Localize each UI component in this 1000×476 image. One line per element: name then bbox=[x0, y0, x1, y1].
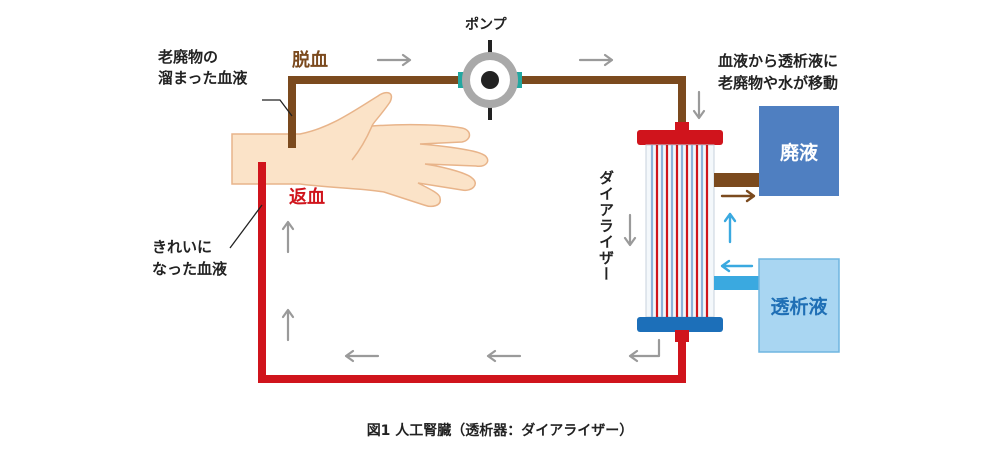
clean-blood-label-line1: きれいに bbox=[152, 238, 213, 256]
dialyzer-label: ダイアライザー bbox=[597, 170, 615, 282]
waste-blood-label-line2: 溜まった血液 bbox=[158, 69, 248, 87]
flow-arrows bbox=[281, 53, 706, 363]
venous-blood-line bbox=[258, 162, 686, 383]
blood-removal-label: 脱血 bbox=[292, 50, 328, 71]
pump-label: ポンプ bbox=[465, 17, 507, 33]
waste-blood-leader bbox=[262, 99, 293, 117]
transfer-label-line1: 血液から透析液に bbox=[718, 52, 839, 70]
dialysate-box bbox=[758, 258, 840, 353]
dialysate-label: 透析液 bbox=[770, 296, 828, 318]
waste-fluid-label: 廃液 bbox=[779, 141, 818, 164]
clean-blood-leader bbox=[229, 204, 263, 249]
fluid-arrows bbox=[720, 189, 756, 273]
transfer-label: 血液から透析液に 老廃物や水が移動 bbox=[718, 50, 838, 94]
clean-blood-label-line2: なった血液 bbox=[152, 260, 228, 278]
pump bbox=[458, 40, 522, 120]
blood-return-label: 返血 bbox=[289, 187, 325, 208]
clean-blood-label: きれいに なった血液 bbox=[152, 236, 227, 280]
waste-fluid-box bbox=[759, 106, 839, 196]
dialyzer bbox=[637, 122, 760, 342]
transfer-label-line2: 老廃物や水が移動 bbox=[718, 74, 839, 92]
waste-blood-label: 老廃物の 溜まった血液 bbox=[158, 46, 247, 88]
figure-caption: 図1 人工腎臓（透析器：ダイアライザー） bbox=[366, 423, 634, 439]
waste-blood-label-line1: 老廃物の bbox=[158, 48, 219, 66]
hand-illustration bbox=[231, 91, 489, 208]
